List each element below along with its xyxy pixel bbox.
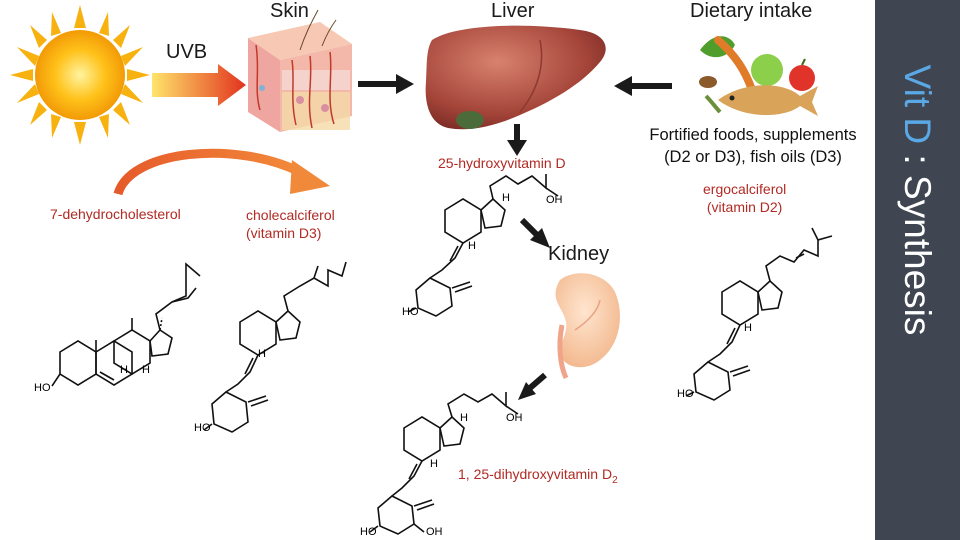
liver-down-arrow xyxy=(507,124,527,156)
slide-title-rest: : Synthesis xyxy=(897,144,938,336)
atom-h-d2: H xyxy=(744,322,752,334)
label-cholecalciferol: cholecalciferol (vitamin D3) xyxy=(246,206,335,242)
atom-ho-d3: HO xyxy=(194,422,211,434)
conversion-curve-arrow xyxy=(113,148,330,196)
molecule-7-dehydrocholesterol xyxy=(51,262,201,387)
skin-title: Skin xyxy=(270,0,309,22)
molecule-1-25-dihydroxyvitamin-d xyxy=(369,392,519,535)
cholecalciferol-line-2: (vitamin D3) xyxy=(246,225,322,241)
diet-to-liver-arrow xyxy=(614,76,672,96)
atom-h-7dhc: H xyxy=(120,364,128,376)
atom-h-125: H xyxy=(430,458,438,470)
skin-icon xyxy=(248,9,352,132)
molecule-ergocalciferol xyxy=(685,227,833,401)
atom-h2-125: H xyxy=(460,412,468,424)
atom-ho-25oh: HO xyxy=(402,306,419,318)
diagram-artwork xyxy=(10,5,833,535)
food-icon xyxy=(699,36,818,116)
skin-to-liver-arrow xyxy=(358,74,414,94)
atom-ho-d2: HO xyxy=(677,388,694,400)
atom-h-25oh: H xyxy=(468,240,476,252)
label-1-25-dihydroxyvitamin-d: 1, 25-dihydroxyvitamin D2 xyxy=(458,466,618,486)
atom-oh2-125: OH xyxy=(426,526,443,538)
kidney-title: Kidney xyxy=(548,243,610,265)
liver-icon xyxy=(425,25,606,130)
liver-title: Liver xyxy=(491,0,535,22)
fortified-line-2: (D2 or D3), fish oils (D3) xyxy=(664,148,842,166)
atom-h2-25oh: H xyxy=(502,192,510,204)
dietary-title: Dietary intake xyxy=(690,0,813,22)
kidney-icon xyxy=(555,273,620,380)
to-kidney-arrow xyxy=(519,217,550,248)
label-ergocalciferol: ergocalciferol (vitamin D2) xyxy=(703,180,786,216)
fortified-line-1: Fortified foods, supplements xyxy=(649,126,857,144)
atom-h2-7dhc: H xyxy=(142,364,150,376)
kidney-out-arrow xyxy=(518,372,547,400)
atom-oh-125: OH xyxy=(506,412,523,424)
label-25-hydroxyvitamin-d: 25-hydroxyvitamin D xyxy=(438,155,566,171)
atom-ho-7dhc: HO xyxy=(34,382,51,394)
dihydroxy-main: 1, 25-dihydroxyvitamin D xyxy=(458,466,613,482)
atom-h-d3: H xyxy=(258,348,266,360)
ergocalciferol-line-2: (vitamin D2) xyxy=(706,199,783,215)
molecule-cholecalciferol xyxy=(203,261,347,433)
fortified-foods-text: Fortified foods, supplements (D2 or D3),… xyxy=(632,124,874,168)
molecule-25-hydroxyvitamin-d xyxy=(407,174,559,317)
slide-title: Vit D : Synthesis xyxy=(896,65,938,336)
cholecalciferol-line-1: cholecalciferol xyxy=(246,207,335,223)
label-7-dehydrocholesterol: 7-dehydrocholesterol xyxy=(50,206,181,222)
sidebar xyxy=(875,0,960,540)
atom-oh-25oh: OH xyxy=(546,194,563,206)
sun-icon xyxy=(10,5,150,145)
uvb-label: UVB xyxy=(166,41,208,63)
dihydroxy-subscript: 2 xyxy=(612,474,618,486)
atom-ho-125: HO xyxy=(360,526,377,538)
slide-title-accent: Vit D xyxy=(897,64,938,145)
ergocalciferol-line-1: ergocalciferol xyxy=(703,181,787,197)
uvb-arrow xyxy=(152,64,246,106)
